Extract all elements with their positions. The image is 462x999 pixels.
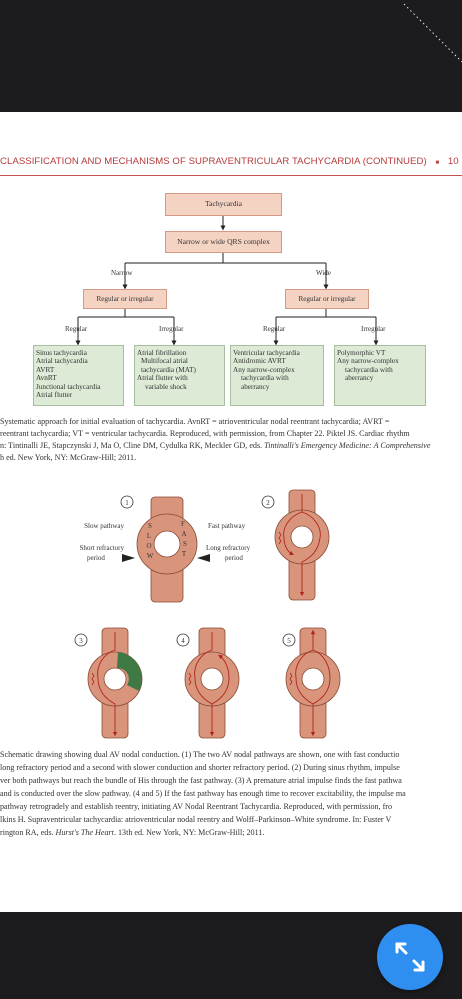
box-narrow-irregular-list: Atrial fibrillation Multifocal atrial ta… [134, 345, 225, 406]
panel-number-5: 5 [287, 637, 291, 645]
header-rule [0, 175, 462, 176]
list-item: tachycardia with [345, 365, 393, 374]
caption-text: rington RA, eds. [0, 828, 56, 837]
list-item: Junctional tachycardia [36, 382, 101, 391]
expand-arrows-icon [395, 942, 425, 972]
page-header: CLASSIFICATION AND MECHANISMS OF SUPRAVE… [0, 156, 462, 167]
caption-line: reentrant tachycardia; VT = ventricular … [0, 429, 410, 438]
list-item: aberrancy [345, 374, 374, 383]
box-wide-regular-list: Ventricular tachycardia Antidromic AVRT … [230, 345, 324, 406]
caption-line: ver both pathways but reach the bundle o… [0, 776, 402, 785]
fast-pathway-label: Fast pathway [208, 522, 246, 530]
list-item: Atrial tachycardia [36, 357, 88, 366]
box-narrow-regular-list: Sinus tachycardia Atrial tachycardia AVR… [33, 345, 124, 406]
box-tachycardia-label: Tachycardia [205, 199, 242, 209]
label-wide: Wide [316, 269, 331, 277]
arrow-right-icon [122, 554, 135, 562]
list-item: Atrial flutter [36, 391, 73, 400]
fast-letter: S [183, 540, 187, 548]
header-title: CLASSIFICATION AND MECHANISMS OF SUPRAVE… [0, 156, 427, 167]
short-refractory-label-2: period [87, 554, 105, 562]
box-tachycardia: Tachycardia [165, 193, 282, 216]
box-wide-irregular-list: Polymorphic VT Any narrow-complex tachyc… [334, 345, 426, 406]
box-wide-rori-label: Regular or irregular [298, 294, 356, 303]
panel-number-3: 3 [79, 637, 83, 645]
caption-line: rington RA, eds. Hurst's The Heart. 13th… [0, 827, 264, 840]
label-wide-irregular: Irregular [361, 325, 386, 333]
flowchart-connectors [75, 216, 379, 346]
box-qrs-label: Narrow or wide QRS complex [177, 236, 270, 246]
list-item: AvnRT [36, 374, 57, 383]
slow-letter: W [147, 552, 154, 560]
document-page[interactable]: CLASSIFICATION AND MECHANISMS OF SUPRAVE… [0, 112, 462, 912]
panel-5: 5 [282, 627, 341, 739]
panel-3: 3 [74, 627, 143, 739]
fast-letter: A [181, 530, 186, 538]
caption-line: h ed. New York, NY: McGraw-Hill; 2011. [0, 453, 137, 462]
slow-pathway-label: Slow pathway [84, 522, 124, 530]
top-dark-bar [0, 0, 462, 112]
list-item: Any narrow-complex [337, 357, 399, 366]
box-narrow-regular-or-irregular: Regular or irregular [83, 289, 167, 309]
caption-book-title: Tintinalli's Emergency Medicine: A Compr… [264, 441, 431, 450]
panel-4: 4 [176, 627, 240, 739]
list-item: Sinus tachycardia [36, 349, 87, 357]
caption-line: long refractory period and a second with… [0, 763, 400, 772]
list-item: tachycardia (MAT) [141, 365, 196, 374]
slow-letter: S [148, 522, 152, 530]
slow-letter: O [146, 542, 151, 550]
box-wide-regular-or-irregular: Regular or irregular [285, 289, 369, 309]
panel-number-4: 4 [181, 637, 185, 645]
list-item: Atrial flutter with [137, 374, 188, 383]
caption-line: Systematic approach for initial evaluati… [0, 417, 390, 426]
caption-text: . 13th ed. New York, NY: McGraw-Hill; 20… [113, 828, 265, 837]
list-item: variable shock [145, 382, 187, 391]
panel-1: 1 S L O W F A S T Slow pathway Short ref… [79, 495, 251, 603]
label-narrow: Narrow [111, 269, 133, 277]
caption-line: pathway retrogradely and establish reent… [0, 802, 393, 811]
label-wide-regular: Regular [263, 325, 286, 333]
list-item: Multifocal atrial [141, 357, 188, 366]
box-qrs-complex: Narrow or wide QRS complex [165, 231, 282, 253]
page-number: 10 [447, 156, 459, 167]
caption-text: n: Tintinalli JE, Stapczynski J, Ma O, C… [0, 441, 265, 450]
expand-button[interactable] [377, 924, 443, 990]
list-item: tachycardia with [241, 374, 289, 383]
fast-letter: T [182, 550, 187, 558]
slow-letter: L [147, 532, 151, 540]
list-item: Atrial fibrillation [137, 349, 187, 357]
list-item: Any narrow-complex [233, 365, 295, 374]
caption-book-title: Hurst's The Heart [55, 828, 114, 837]
panel-number-1: 1 [125, 499, 129, 507]
panel-number-2: 2 [266, 499, 270, 507]
label-narrow-irregular: Irregular [159, 325, 184, 333]
list-item: AVRT [36, 365, 55, 374]
box-narrow-rori-label: Regular or irregular [96, 294, 154, 303]
long-refractory-label: Long refractory [206, 544, 251, 552]
caption-line: Schematic drawing showing dual AV nodal … [0, 750, 400, 759]
fast-letter: F [181, 520, 185, 528]
dashed-corner-decoration [403, 3, 462, 63]
long-refractory-label-2: period [225, 554, 243, 562]
arrow-left-icon [197, 554, 210, 562]
header-separator: ■ [435, 160, 440, 166]
list-item: Antidromic AVRT [233, 357, 286, 366]
caption-line: lkins H. Supraventricular tachycardia: a… [0, 815, 392, 824]
caption-line: n: Tintinalli JE, Stapczynski J, Ma O, C… [0, 440, 430, 453]
list-item: Polymorphic VT [337, 349, 386, 357]
label-narrow-regular: Regular [65, 325, 88, 333]
panel-2: 2 [261, 489, 330, 601]
list-item: Ventricular tachycardia [233, 349, 300, 357]
av-nodal-conduction-diagram: 1 S L O W F A S T Slow pathway Short ref… [74, 489, 341, 739]
caption-line: and is conducted over the slow pathway. … [0, 789, 406, 798]
short-refractory-label: Short refractory [79, 544, 124, 552]
list-item: aberrancy [241, 382, 270, 391]
